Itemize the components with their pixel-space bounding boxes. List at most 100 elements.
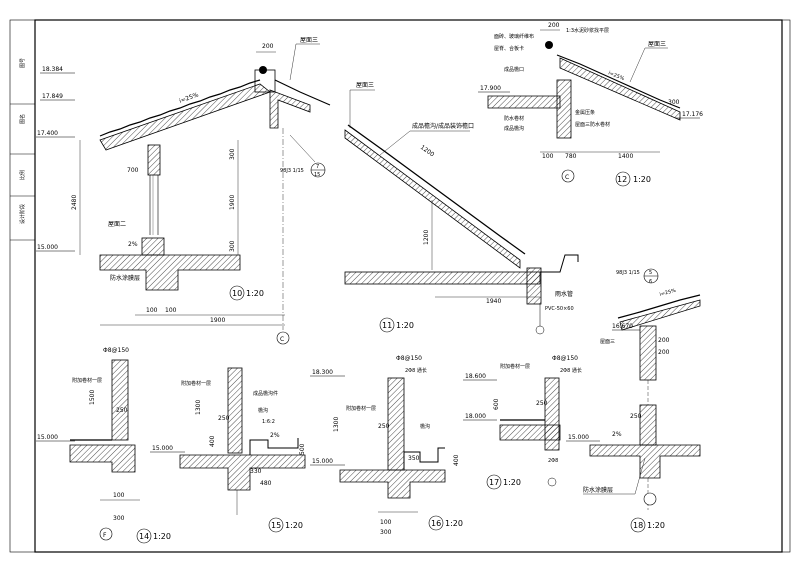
eave-right: [269, 89, 311, 129]
dim-300: 300: [668, 99, 680, 106]
note: 2Φ8 通长: [405, 367, 427, 374]
detail-scale: 1:20: [246, 289, 264, 298]
elev-18384: 18.384: [42, 66, 63, 73]
parapet: [387, 377, 405, 471]
dim-2pct: 2%: [270, 432, 280, 439]
ref-code: 98J3 1/15: [280, 168, 304, 174]
dim-780: 780: [565, 153, 577, 160]
dim-100a: 100: [146, 307, 158, 314]
dim-400: 400: [453, 454, 460, 466]
axis-c-bubble: [561, 169, 575, 183]
drain-circle: [535, 325, 545, 335]
ref-num: 7: [316, 164, 319, 170]
dim-100: 100: [113, 492, 125, 499]
ridge-tile: [545, 41, 553, 49]
parapet: [111, 359, 129, 441]
slab: [589, 444, 701, 479]
detail-bubble: [428, 515, 444, 531]
detail-scale: 1:20: [445, 519, 463, 528]
dim-250: 250: [536, 400, 548, 407]
axis-c-label: C: [280, 336, 284, 343]
title-cell-2: 图名: [19, 114, 26, 124]
add-label: 附加卷材一层: [181, 380, 211, 387]
dim-600: 600: [493, 398, 500, 410]
elev-15000: 15.000: [568, 434, 589, 441]
waterproof-label: 防水涂膜层: [110, 274, 140, 282]
dim-250: 250: [218, 415, 230, 422]
floor-slab: [99, 254, 241, 291]
upper-slab: [487, 95, 561, 109]
detail-bubble: [615, 171, 631, 187]
detail-number: 15: [271, 521, 281, 530]
lbl-2: 屋脊、合板卡: [494, 45, 524, 52]
detail-number: 14: [139, 532, 149, 541]
detail-10: 18.384 17.849 17.400 15.000 i=25% 屋面三 20…: [36, 37, 331, 345]
roof-tiles: [99, 79, 261, 137]
slope-label: 1:6:2: [262, 419, 275, 425]
waterproof-label: 防水涂膜层: [583, 486, 613, 494]
dim-400: 400: [209, 435, 216, 447]
dim-500: 500: [299, 443, 306, 455]
column: [147, 144, 161, 176]
slope-label: i=25%: [607, 70, 625, 82]
parapet: [141, 237, 165, 256]
lbl-5: 金属压条: [575, 109, 595, 116]
slab: [179, 454, 306, 491]
title-cell-1: 图号: [20, 58, 26, 68]
ref-code: 98J3 1/15: [616, 270, 640, 276]
add-label: 附加卷材一层: [346, 405, 376, 412]
gutter-wall: [526, 267, 542, 305]
dim-1300: 1300: [195, 400, 202, 415]
dim-300: 300: [113, 515, 125, 522]
lbl-7: 成品檐沟: [504, 125, 524, 132]
dim-2480: 2480: [71, 195, 78, 210]
detail-scale: 1:20: [503, 478, 521, 487]
detail-number: 12: [617, 175, 627, 184]
dim-2d8: 2Φ8: [548, 458, 558, 464]
roof-tiles: [617, 294, 701, 319]
gutter: [540, 254, 579, 273]
eave-tiles: [274, 79, 331, 106]
dim-200b: 200: [658, 349, 670, 356]
axis-bubble: [643, 492, 657, 506]
detail-15: 15.000 1300 250 400 2% 500 330 480 附加卷材一…: [150, 367, 306, 533]
elev-16670: 16.670: [612, 323, 633, 330]
dim-1900v: 1900: [229, 195, 236, 210]
upper-wall: [639, 325, 657, 381]
detail-11: 1200 1200 1940 屋面三 成品檐沟/成品装饰檐口 雨水管 PVC-5…: [344, 82, 579, 335]
roof-label: 屋面三: [300, 37, 318, 44]
lower-wall: [639, 404, 657, 446]
dim-100: 100: [542, 153, 554, 160]
add-label: 附加卷材一层: [500, 363, 530, 370]
dim-1940: 1940: [486, 298, 501, 305]
title-cell-3: 比例: [19, 170, 26, 180]
dim-250: 250: [630, 413, 642, 420]
dim-300: 300: [380, 529, 392, 536]
detail-number: 17: [489, 478, 499, 487]
slab: [69, 444, 136, 473]
detail-18: 5 6 98J3 1/15 i=25% 16.670 屋面三 200 200 1…: [566, 268, 701, 533]
slab: [499, 424, 561, 441]
rebar: Φ8@150: [396, 355, 422, 362]
elev-18000: 18.000: [465, 413, 486, 420]
elev-17400: 17.400: [37, 130, 58, 137]
detail-16: 18.300 15.000 Φ8@150 2Φ8 通长 1300 250 350…: [310, 355, 463, 536]
dim-100b: 100: [165, 307, 177, 314]
detail-12: 17.900 17.176 i=25% 屋面三 200 面砖、玻璃纤维布 屋脊、…: [478, 22, 703, 187]
dim-200a: 200: [658, 337, 670, 344]
axis-c-bubble: [276, 331, 290, 345]
dim-330: 330: [250, 468, 262, 475]
note: 2Φ8 通长: [560, 367, 582, 374]
rebar: Φ8@150: [103, 347, 129, 354]
elev-17900: 17.900: [480, 85, 501, 92]
title-cell-4: 设计阶段: [19, 204, 26, 224]
detail-17: 18.600 18.000 Φ8@150 2Φ8 通长 600 250 附加卷材…: [463, 355, 582, 490]
lbl-6: 防水卷材: [504, 115, 524, 122]
detail-number: 11: [382, 321, 392, 330]
roof-label: 屋面三: [648, 41, 666, 48]
elev-18300: 18.300: [312, 369, 333, 376]
detail-scale: 1:20: [285, 521, 303, 530]
floor-label: 屋面二: [108, 221, 126, 228]
ridge-tile: [259, 66, 267, 74]
dim-700: 700: [127, 167, 139, 174]
